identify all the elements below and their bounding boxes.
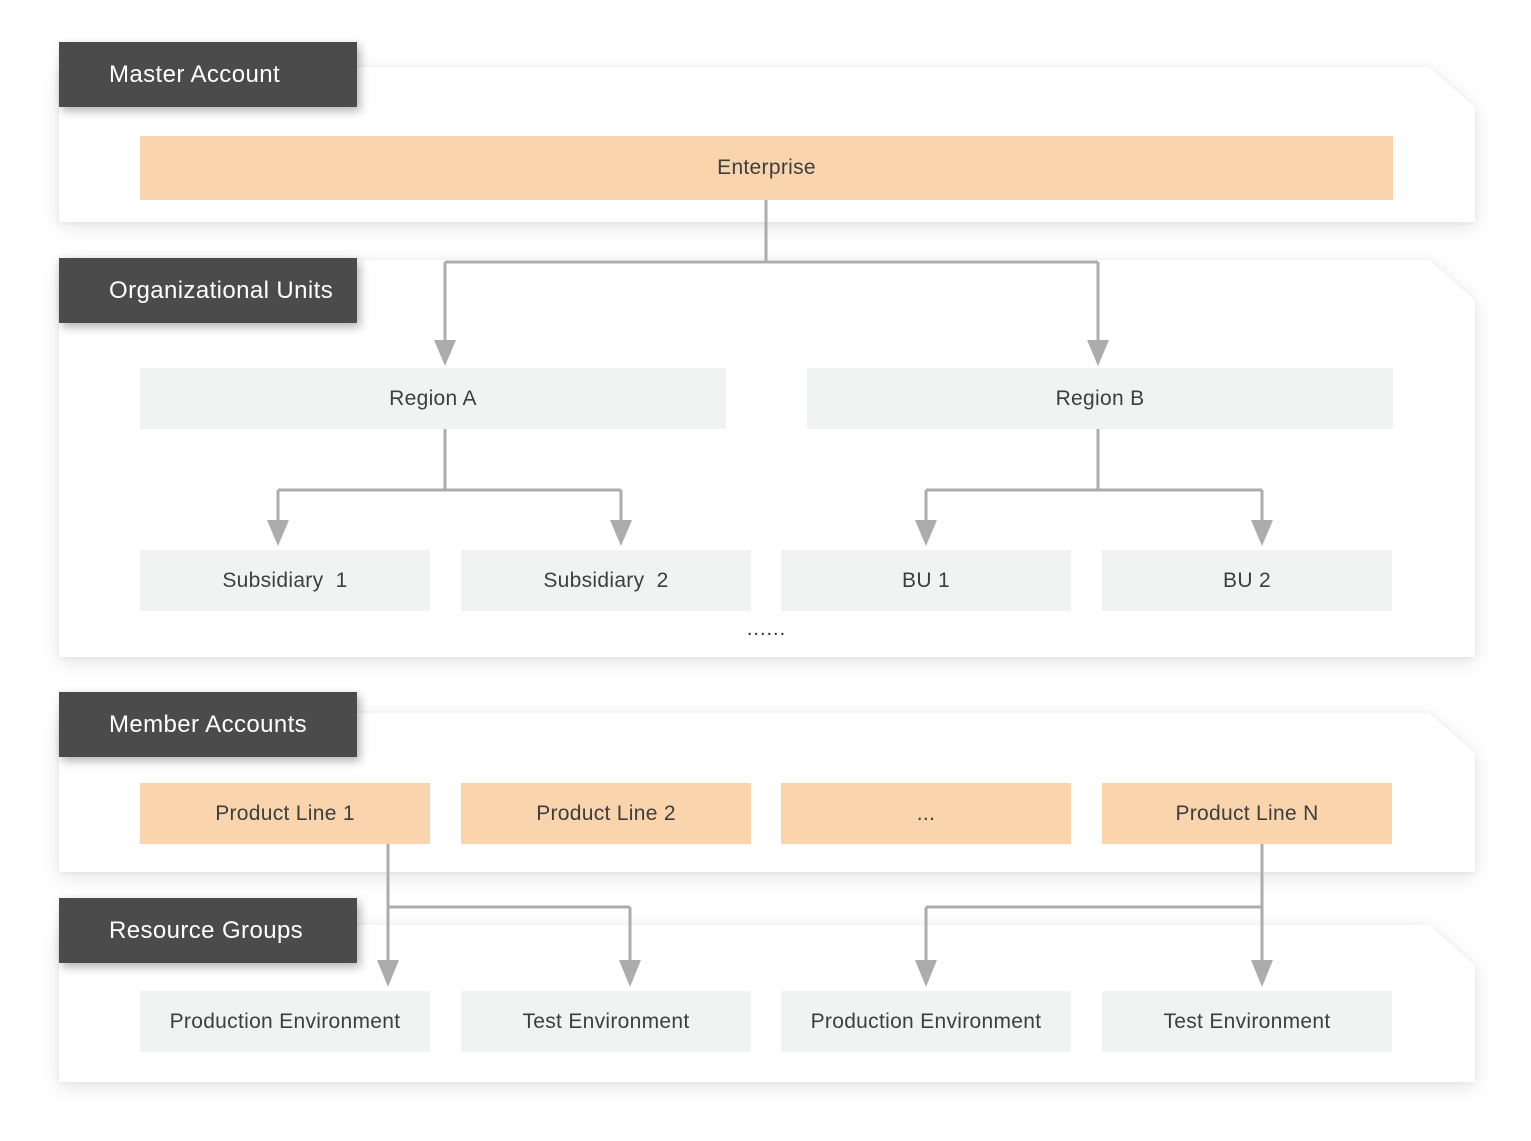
production-environment-2-node: Production Environment	[781, 991, 1071, 1052]
product-line-1-node: Product Line 1	[140, 783, 430, 844]
bu-2-node: BU 2	[1102, 550, 1392, 611]
product-line-n-node: Product Line N	[1102, 783, 1392, 844]
subsidiary-2-node: Subsidiary 2	[461, 550, 751, 611]
test-environment-2-node: Test Environment	[1102, 991, 1392, 1052]
bu-1-node: BU 1	[781, 550, 1071, 611]
region-a-node: Region A	[140, 368, 726, 429]
master-account-label: Master Account	[59, 42, 357, 107]
subsidiary-1-node: Subsidiary 1	[140, 550, 430, 611]
enterprise-node: Enterprise	[140, 136, 1393, 200]
member-accounts-label: Member Accounts	[59, 692, 357, 757]
resource-groups-label: Resource Groups	[59, 898, 357, 963]
units-ellipsis: ......	[746, 618, 787, 640]
product-line-more-node: ...	[781, 783, 1071, 844]
test-environment-1-node: Test Environment	[461, 991, 751, 1052]
production-environment-1-node: Production Environment	[140, 991, 430, 1052]
region-b-node: Region B	[807, 368, 1393, 429]
organizational-units-label: Organizational Units	[59, 258, 357, 323]
product-line-2-node: Product Line 2	[461, 783, 751, 844]
